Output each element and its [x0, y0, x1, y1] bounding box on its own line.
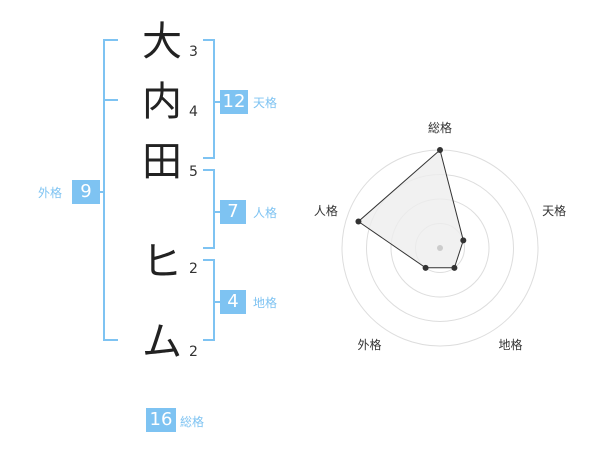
chikaku-badge: 4 [220, 290, 246, 314]
radar-point-4 [355, 218, 362, 225]
gaikaku-badge: 9 [72, 180, 100, 204]
chikaku-label: 地格 [253, 296, 278, 310]
stroke-count-4: 2 [189, 261, 198, 277]
jinkaku-bracket [203, 169, 215, 249]
radar-point-3 [422, 264, 429, 271]
name-char-4: ヒ [142, 239, 182, 285]
jinkaku-label: 人格 [253, 206, 278, 220]
name-char-2: 内 [142, 79, 182, 125]
name-char-5: ム [142, 319, 182, 365]
gaikaku-label: 外格 [38, 186, 63, 200]
radar-point-0 [437, 147, 443, 153]
tenkaku-bracket [203, 39, 215, 159]
tenkaku-label: 天格 [253, 96, 278, 110]
radar-polygon [357, 149, 464, 269]
radar-point-1 [460, 237, 467, 244]
soukaku-badge: 16 [146, 408, 176, 432]
radar-axis-label-jinkaku: 人格 [313, 203, 338, 218]
gaikaku-bracket [103, 39, 118, 341]
radar-axis-label-chikaku: 地格 [498, 338, 523, 353]
stroke-count-1: 3 [189, 44, 198, 60]
radar-axis-label-gaikaku: 外格 [357, 338, 382, 353]
chikaku-bracket [203, 259, 215, 341]
radar-point-2 [451, 264, 458, 271]
name-char-3: 田 [142, 139, 182, 185]
stroke-count-3: 5 [189, 164, 198, 180]
radar-axis-label-tenkaku: 天格 [542, 203, 567, 218]
stroke-count-2: 4 [189, 104, 198, 120]
jinkaku-badge: 7 [220, 200, 246, 224]
stroke-count-5: 2 [189, 344, 198, 360]
soukaku-label: 総格 [180, 415, 205, 429]
name-char-1: 大 [142, 19, 182, 65]
tenkaku-badge: 12 [220, 90, 248, 114]
radar-center-dot [437, 245, 443, 251]
radar-axis-label-soukaku: 総格 [427, 121, 452, 135]
